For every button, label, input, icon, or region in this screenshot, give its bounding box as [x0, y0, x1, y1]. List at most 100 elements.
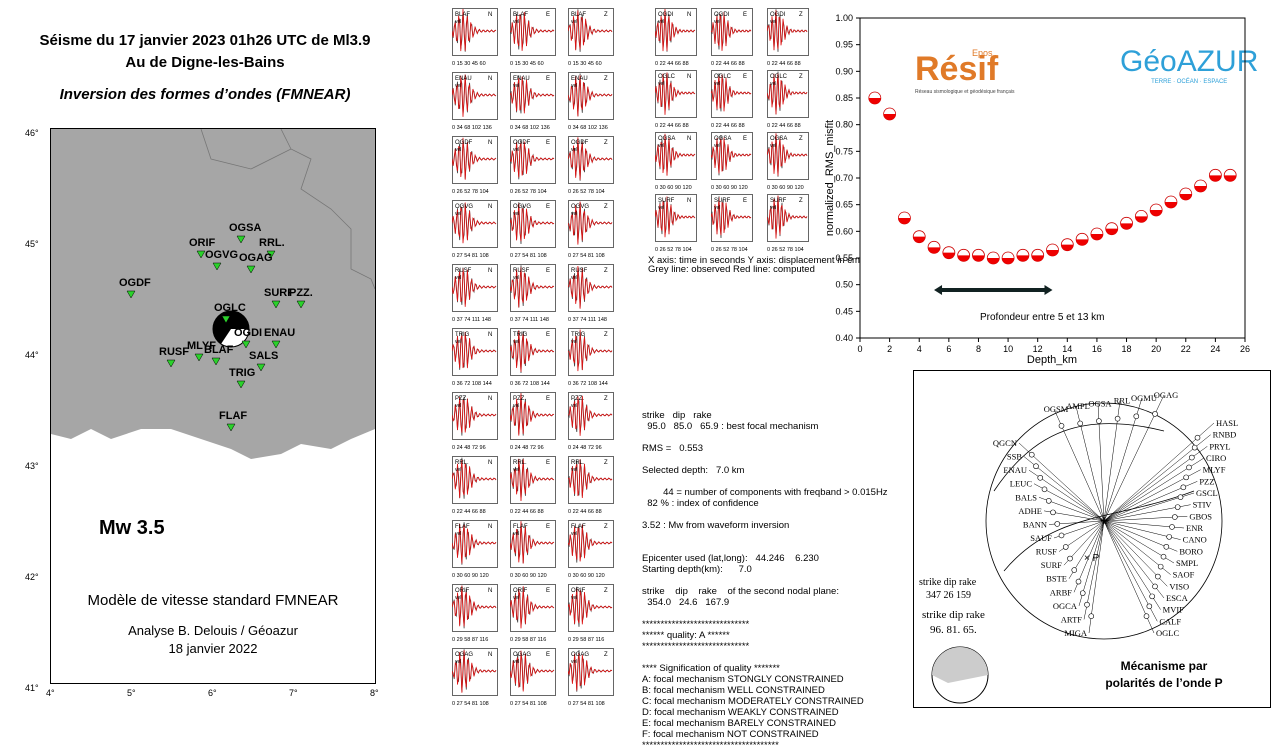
waveform-vel: vel	[658, 205, 664, 211]
waveform-station: FLAF	[513, 524, 528, 530]
waveform-component: Z	[799, 136, 803, 142]
inversion-line: 44 = number of components with freqband …	[642, 487, 888, 498]
waveform-ticks: 0 30 60 90 120	[767, 185, 804, 191]
waveform-vel: vel	[714, 19, 720, 25]
waveform-vel: vel	[513, 595, 519, 601]
svg-text:HASL: HASL	[1216, 418, 1238, 428]
waveform-component: E	[546, 12, 550, 18]
waveform-station: FLAF	[571, 524, 586, 530]
x-tick-label: 12	[1033, 344, 1043, 354]
waveform-component: E	[546, 588, 550, 594]
waveform-station: ORIF	[513, 588, 528, 594]
waveform-station: RRL.	[513, 460, 527, 466]
waveform-component: Z	[799, 198, 803, 204]
x-tick-label: 20	[1151, 344, 1161, 354]
svg-text:CANO: CANO	[1183, 535, 1207, 545]
waveform-ticks: 0 30 60 90 120	[711, 185, 748, 191]
caption-line2: polarités de l’onde P	[1105, 676, 1223, 690]
waveform-component: N	[687, 198, 691, 204]
station-label: TRIG	[229, 367, 255, 379]
waveform-component: E	[743, 74, 747, 80]
svg-text:SAOF: SAOF	[1173, 570, 1195, 580]
x-tick-label: 8	[976, 344, 981, 354]
polarity-station: CIRO	[1103, 453, 1226, 522]
station-label: RRL.	[259, 237, 285, 249]
data-point	[972, 248, 985, 262]
svg-text:SAUF: SAUF	[1030, 533, 1052, 543]
waveform-ticks: 0 37 74 111 148	[452, 317, 491, 323]
x-tick-label: 26	[1240, 344, 1250, 354]
x-tick-label: 0	[857, 344, 862, 354]
data-point	[1001, 251, 1015, 265]
polarity-station: ESCA	[1103, 520, 1189, 603]
waveform-ticks: 0 22 44 66 88	[767, 123, 801, 129]
geoazur-tagline: TERRE · OCÉAN · ESPACE	[1151, 79, 1228, 85]
waveform-ticks: 0 34 68 102 136	[510, 125, 550, 131]
waveform-ticks: 0 27 54 81 108	[452, 253, 489, 259]
polarity-station: OGAG	[1103, 390, 1178, 522]
y-tick-label: 0.50	[835, 280, 853, 290]
waveform-vel: vel	[455, 19, 461, 25]
svg-text:BALS: BALS	[1015, 492, 1037, 502]
polarity-station: CANO	[1103, 520, 1207, 545]
waveform-vel: vel	[770, 143, 776, 149]
polarity-station: AMPL	[1066, 401, 1105, 522]
inversion-line	[642, 652, 912, 663]
waveform-vel: vel	[513, 659, 519, 665]
waveform-vel: vel	[513, 211, 519, 217]
svg-text:SMPL: SMPL	[1176, 558, 1198, 568]
waveform-component: E	[743, 198, 747, 204]
waveform-component: N	[488, 268, 492, 274]
svg-text:SSB: SSB	[1007, 452, 1022, 462]
inversion-results: strike dip rake 95.0 85.0 65.9 : best fo…	[642, 410, 912, 751]
waveform-ticks: 0 37 74 111 148	[568, 317, 607, 323]
svg-text:GSCL: GSCL	[1196, 488, 1218, 498]
waveform-ticks: 0 22 44 66 88	[655, 123, 689, 129]
station-marker: OGDF	[119, 277, 151, 299]
svg-text:PZZ: PZZ	[1199, 476, 1214, 486]
waveform-station: OGDI	[658, 12, 674, 18]
waveform-ticks: 0 22 44 66 88	[452, 509, 486, 515]
waveform-station: ORIF	[455, 588, 470, 594]
date-label: 18 janvier 2022	[168, 641, 258, 656]
svg-text:OGSM: OGSM	[1044, 404, 1069, 414]
station-label: SALS	[249, 350, 278, 362]
y-tick-label: 0.90	[835, 66, 853, 76]
waveform-vel: vel	[455, 531, 461, 537]
waveform-ticks: 0 34 68 102 136	[568, 125, 608, 131]
stereonet-circle	[985, 402, 1223, 640]
waveform-station: TRIG	[513, 332, 528, 338]
svg-text:OGMU: OGMU	[1131, 393, 1157, 403]
waveform-component: Z	[604, 524, 608, 530]
waveform-ticks: 0 26 52 78 104	[655, 247, 692, 253]
y-tick-label: 0.95	[835, 40, 853, 50]
waveform-vel: vel	[455, 595, 461, 601]
polarity-station: ADHE	[1018, 506, 1105, 522]
waveform-component: N	[488, 332, 492, 338]
waveform-ticks: 0 30 60 90 120	[655, 185, 692, 191]
inversion-line: Selected depth: 7.0 km	[642, 465, 745, 476]
waveform-station: SURF	[770, 198, 787, 204]
polarity-station: OGSA	[1088, 398, 1112, 522]
station-marker: RRL.	[259, 237, 285, 259]
station-marker: ENAU	[264, 327, 295, 349]
waveform-component: N	[488, 12, 492, 18]
polarity-station: OGSM	[1044, 404, 1105, 522]
resif-logo-text: Résif	[915, 50, 999, 88]
inversion-line	[642, 531, 912, 542]
svg-text:MIGA: MIGA	[1064, 628, 1088, 638]
title-line1: Séisme du 17 janvier 2023 01h26 UTC de M…	[39, 32, 371, 49]
station-label: OGDI	[234, 327, 262, 339]
station-label: OGAG	[239, 252, 273, 264]
station-label: PZZ.	[289, 287, 313, 299]
